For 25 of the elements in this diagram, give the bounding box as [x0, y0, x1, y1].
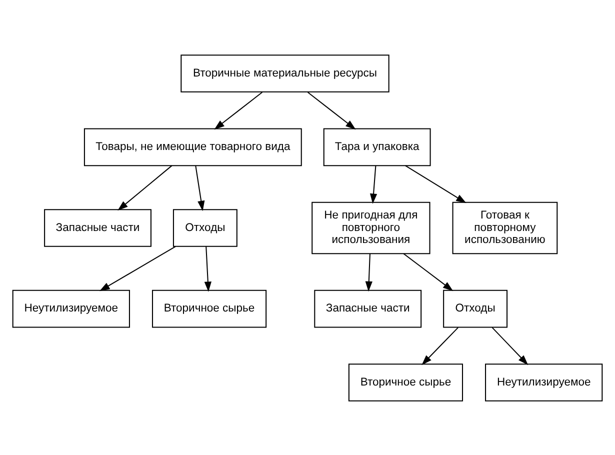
arrow — [403, 252, 454, 291]
arrow — [99, 246, 176, 291]
node-box: Отходы — [172, 208, 238, 246]
node-box: Неутилизируемое — [12, 289, 130, 328]
arrow — [370, 165, 378, 204]
node-box: Готовая к повторному использованию — [452, 201, 558, 254]
arrow — [118, 164, 172, 210]
node-box: Запасные части — [314, 289, 422, 328]
arrow — [204, 246, 212, 292]
arrow — [365, 253, 372, 292]
arrow — [214, 91, 263, 130]
node-box: Вторичное сырье — [152, 289, 267, 328]
arrow — [307, 91, 356, 130]
node-box: Тара и упаковка — [323, 128, 431, 166]
node-box: Вторичное сырье — [348, 363, 464, 401]
arrow — [195, 165, 205, 211]
node-box: Неутилизируемое — [485, 363, 603, 401]
node-box: Вторичные материальные ресурсы — [180, 54, 390, 92]
arrow — [492, 326, 528, 365]
arrow — [422, 326, 458, 365]
node-box: Не пригодная для повторного использования — [312, 201, 430, 254]
arrow — [405, 164, 466, 203]
node-box: Товары, не имеющие товарного вида — [84, 128, 302, 166]
node-box: Отходы — [443, 289, 508, 328]
node-box: Запасные части — [44, 208, 152, 246]
